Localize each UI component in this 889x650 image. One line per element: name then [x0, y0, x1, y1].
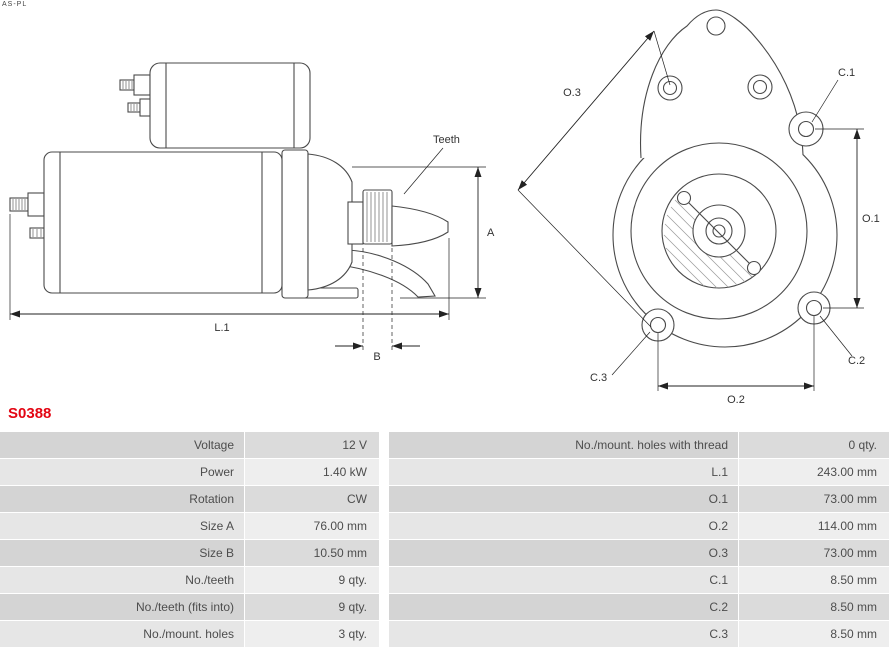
- spec-value: 243.00 mm: [739, 459, 889, 485]
- spec-label: Rotation: [0, 486, 244, 512]
- spec-value: 73.00 mm: [739, 486, 889, 512]
- mounting-holes: [641, 111, 831, 342]
- rear-view-drawing: O.3 C.1 O.1 C.2 C.3: [517, 9, 880, 406]
- spec-label: O.2: [389, 513, 738, 539]
- top-bracket: [639, 9, 804, 159]
- teeth-label: Teeth: [433, 134, 460, 146]
- spec-value: 9 qty.: [245, 567, 379, 593]
- hole-c2: [805, 299, 823, 317]
- part-number: S0388: [8, 405, 52, 422]
- dim-label-o2: O.2: [727, 394, 745, 406]
- table-gap: [380, 513, 388, 539]
- through-bolt-top: [676, 190, 692, 206]
- shaft-stud: [9, 192, 45, 239]
- dimension-c1: C.1: [811, 67, 855, 123]
- bolt-boss-left: [657, 75, 683, 101]
- table-gap: [380, 486, 388, 512]
- solenoid-terminals: [119, 74, 155, 117]
- spec-value: CW: [245, 486, 379, 512]
- spec-value: 9 qty.: [245, 594, 379, 620]
- hole-c1: [797, 120, 815, 138]
- section-line: [679, 193, 759, 273]
- table-gap: [380, 432, 388, 458]
- table-gap: [380, 459, 388, 485]
- starter-motor-diagram: Teeth A L.1 B: [9, 9, 880, 406]
- spec-value: 12 V: [245, 432, 379, 458]
- dimension-b: B: [335, 248, 420, 363]
- spec-label: O.1: [389, 486, 738, 512]
- spec-label: Power: [0, 459, 244, 485]
- dimension-o1: O.1: [815, 128, 880, 309]
- spec-value: 8.50 mm: [739, 621, 889, 647]
- gear-connector: [347, 201, 364, 245]
- spec-label: No./mount. holes: [0, 621, 244, 647]
- spec-value: 73.00 mm: [739, 540, 889, 566]
- dim-label-l1: L.1: [214, 322, 229, 334]
- shaft-hub: [692, 204, 746, 258]
- spec-value: 0 qty.: [739, 432, 889, 458]
- through-bolt-bottom: [746, 260, 762, 276]
- table-gap: [380, 594, 388, 620]
- dimension-o2: O.2: [657, 316, 815, 406]
- bolt-boss-right: [747, 74, 773, 100]
- spec-value: 76.00 mm: [245, 513, 379, 539]
- dim-label-o1: O.1: [862, 213, 880, 225]
- spec-value: 8.50 mm: [739, 594, 889, 620]
- table-gap: [380, 540, 388, 566]
- dimension-a: A: [352, 166, 495, 299]
- table-gap: [380, 621, 388, 647]
- top-eyelet-hole: [706, 16, 726, 36]
- pinion-gear: [362, 189, 393, 245]
- spec-value: 1.40 kW: [245, 459, 379, 485]
- spec-label: C.1: [389, 567, 738, 593]
- spec-value: 3 qty.: [245, 621, 379, 647]
- hole-c3: [649, 316, 667, 334]
- dimension-l1: L.1: [9, 214, 450, 334]
- spec-label: C.2: [389, 594, 738, 620]
- table-gap: [380, 567, 388, 593]
- joint-flange: [281, 149, 309, 299]
- dimension-c2: C.2: [819, 315, 865, 367]
- flange-pilot-circle: [630, 142, 808, 320]
- dim-label-o3: O.3: [563, 87, 581, 99]
- spec-label: C.3: [389, 621, 738, 647]
- spec-value: 8.50 mm: [739, 567, 889, 593]
- spec-label: Voltage: [0, 432, 244, 458]
- shaft-nose: [391, 205, 449, 247]
- dim-label-c1: C.1: [838, 67, 855, 79]
- dimension-c3: C.3: [590, 331, 651, 384]
- spigot-circle: [661, 173, 777, 289]
- spec-value: 114.00 mm: [739, 513, 889, 539]
- spec-label: No./mount. holes with thread: [389, 432, 738, 458]
- dim-label-b: B: [373, 351, 380, 363]
- side-view-drawing: Teeth A L.1 B: [9, 62, 495, 363]
- spec-label: No./teeth (fits into): [0, 594, 244, 620]
- drive-end-housing: [307, 153, 353, 291]
- dim-label-a: A: [487, 227, 495, 239]
- dimension-o3: O.3: [517, 30, 671, 328]
- spec-label: L.1: [389, 459, 738, 485]
- dim-label-c2: C.2: [848, 355, 865, 367]
- motor-body: [43, 151, 283, 294]
- drive-bracket: [331, 249, 436, 298]
- bolt-hole-left: [662, 80, 678, 96]
- solenoid: [149, 62, 311, 149]
- spec-label: O.3: [389, 540, 738, 566]
- brand-watermark: AS-PL: [2, 1, 28, 8]
- spec-table: Voltage 12 V No./mount. holes with threa…: [0, 432, 889, 647]
- spec-label: No./teeth: [0, 567, 244, 593]
- dim-label-c3: C.3: [590, 372, 607, 384]
- spec-label: Size B: [0, 540, 244, 566]
- bolt-hole-right: [752, 79, 768, 95]
- spec-label: Size A: [0, 513, 244, 539]
- spec-value: 10.50 mm: [245, 540, 379, 566]
